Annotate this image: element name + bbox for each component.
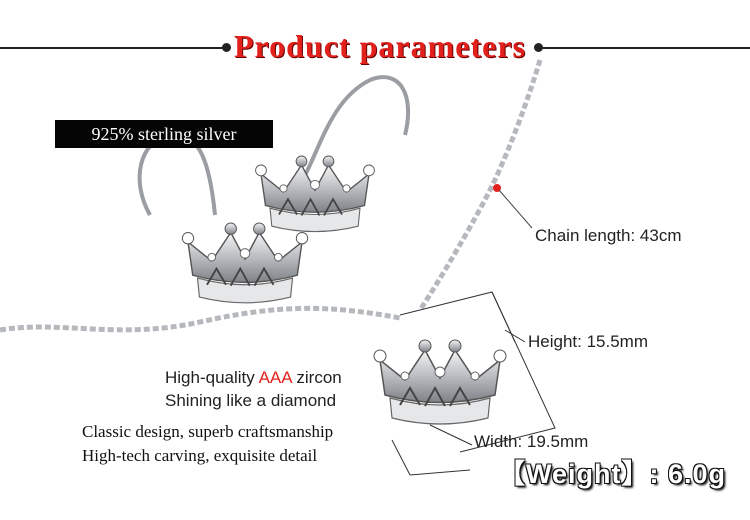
height-label: Height: 15.5mm [528,332,648,351]
width-label: Width: 19.5mm [474,432,589,451]
zircon-suffix: zircon [291,368,342,387]
weight-label: 【Weight】: 6.0g [498,459,727,489]
carving-feature: High-tech carving, exquisite detail [82,446,318,465]
title-banner: Product parameters [0,28,750,68]
design-feature: Classic design, superb craftsmanship [82,422,334,441]
title-rule-right [540,47,750,49]
material-badge: 925% sterling silver [55,120,273,148]
zircon-feature: High-quality AAA zircon [165,368,342,388]
title-rule-left [0,47,225,49]
shine-feature: Shining like a diamond [165,391,337,410]
title-dot-right [534,43,543,52]
chain-length-label: Chain length: 43cm [535,226,682,245]
page-title: Product parameters [234,28,526,64]
zircon-highlight: AAA [258,368,292,387]
title-dot-left [222,43,231,52]
zircon-prefix: High-quality [165,368,259,387]
